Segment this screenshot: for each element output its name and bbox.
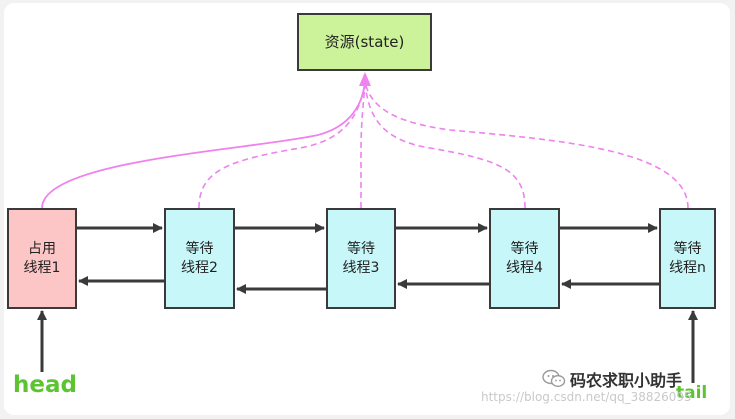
watermark-brand: 码农求职小助手 xyxy=(542,367,682,391)
resource-arrowhead xyxy=(359,72,371,86)
thread-status: 等待 xyxy=(673,240,702,257)
resource-label: 资源(state) xyxy=(324,32,405,51)
tail-label: tail xyxy=(676,383,708,403)
thread-name: 线程2 xyxy=(181,259,218,276)
brand-name: 码农求职小助手 xyxy=(570,371,683,390)
waitern-to-resource-link xyxy=(364,81,689,209)
thread-name: 线程n xyxy=(669,259,706,276)
waiting-thread-node-3: 等待 线程3 xyxy=(326,208,396,309)
thread-name: 线程3 xyxy=(342,259,380,276)
waiting-thread-node-2: 等待 线程2 xyxy=(164,208,235,309)
thread-status: 占用 xyxy=(28,240,56,257)
waiter3-to-resource-link xyxy=(360,81,366,208)
holder-to-resource-link xyxy=(41,81,366,209)
waiter4-to-resource-link xyxy=(364,81,526,209)
thread-status: 等待 xyxy=(510,240,539,257)
waiter2-to-resource-link xyxy=(198,81,366,209)
resource-node: 资源(state) xyxy=(297,13,432,71)
waiting-thread-node-4: 等待 线程4 xyxy=(489,208,560,309)
holder-thread-node: 占用 线程1 xyxy=(7,208,77,309)
watermark-url: https://blog.csdn.net/qq_38826095 xyxy=(481,390,692,404)
wechat-icon xyxy=(542,369,566,388)
thread-name: 线程1 xyxy=(23,259,61,276)
waiting-thread-node-n: 等待 线程n xyxy=(659,208,716,309)
thread-status: 等待 xyxy=(185,240,214,257)
head-label: head xyxy=(13,372,77,398)
thread-name: 线程4 xyxy=(506,259,543,276)
thread-status: 等待 xyxy=(347,240,375,257)
